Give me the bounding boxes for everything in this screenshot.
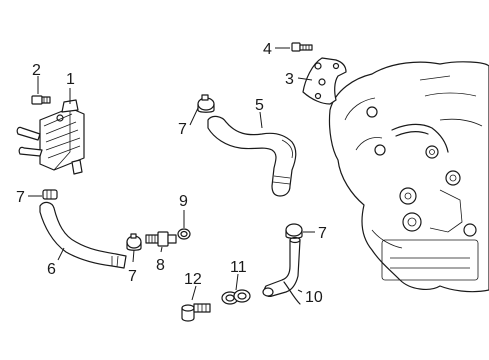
callout-9: 9 xyxy=(179,193,188,210)
callout-1: 1 xyxy=(66,71,75,88)
clamp-top xyxy=(197,94,215,113)
callout-7-mid: 7 xyxy=(128,268,137,285)
clamp-right xyxy=(285,223,303,239)
callout-8: 8 xyxy=(156,257,165,274)
leader-lines xyxy=(28,47,315,301)
pipe-part-10 xyxy=(262,236,301,305)
hose-part-5 xyxy=(207,115,297,197)
callout-7-top: 7 xyxy=(178,121,187,138)
bracket-part-3 xyxy=(302,57,347,105)
transmission-housing xyxy=(328,61,489,293)
grommet-part-11 xyxy=(221,289,251,305)
clamp-left xyxy=(42,189,58,200)
callout-5: 5 xyxy=(255,97,264,114)
fitting-part-8 xyxy=(145,231,177,247)
callout-12: 12 xyxy=(184,271,202,288)
washer-part-9 xyxy=(177,228,191,240)
clamp-mid xyxy=(126,233,142,251)
bolt-part-2 xyxy=(31,95,51,105)
bolt-part-4 xyxy=(291,42,313,52)
bolt-part-12 xyxy=(181,303,211,322)
callouts: 1 2 3 4 5 6 7 7 7 7 8 9 10 11 12 xyxy=(16,41,327,306)
callout-7-right: 7 xyxy=(318,225,327,242)
callout-7-left: 7 xyxy=(16,189,25,206)
callout-6: 6 xyxy=(47,261,56,278)
callout-10: 10 xyxy=(305,289,323,306)
hose-part-6 xyxy=(39,201,127,269)
oil-cooler-part-1 xyxy=(16,99,85,175)
callout-4: 4 xyxy=(263,41,272,58)
callout-11: 11 xyxy=(230,259,247,276)
callout-2: 2 xyxy=(32,62,41,79)
callout-3: 3 xyxy=(285,71,294,88)
